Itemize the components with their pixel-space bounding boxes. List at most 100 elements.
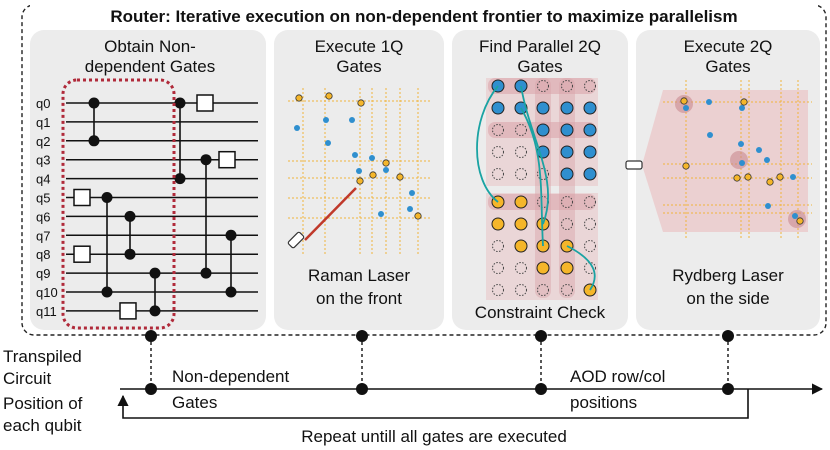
- blue-empty-site-0-2: [537, 80, 549, 92]
- input-transpiled-line1: Transpiled: [3, 347, 82, 366]
- label-nondependent-line2: Gates: [172, 393, 217, 412]
- qubit-label-q10: q10: [36, 285, 58, 300]
- input-transpiled-line2: Circuit: [3, 369, 51, 388]
- yellow-empty-site-2-4: [584, 240, 596, 252]
- input-position-line1: Position of: [3, 394, 83, 413]
- qubit-label-q8: q8: [36, 247, 50, 262]
- blue-atom-2-2: [536, 123, 550, 137]
- blue-atom-2-3: [560, 123, 574, 137]
- atom-grid-2q: [476, 78, 598, 300]
- yellow-atom-1-0: [491, 217, 505, 231]
- cz-gate-target-5: [200, 267, 212, 279]
- cz-gate-control-4: [174, 97, 186, 109]
- atom-yellow-5: [369, 171, 377, 179]
- raman-laser-icon: [287, 187, 357, 249]
- blue-atom-1-0: [491, 101, 505, 115]
- atom-blue-10: [407, 206, 413, 212]
- blue-empty-site-0-3: [561, 80, 573, 92]
- yellow-atom-3-3: [560, 261, 574, 275]
- cz-gate-control-1: [101, 192, 113, 203]
- panel4-title-line2: Gates: [705, 57, 750, 76]
- panel4-title-line1: Execute 2Q: [684, 37, 773, 56]
- atom-blue-0: [706, 99, 712, 105]
- qubit-label-q7: q7: [36, 228, 50, 243]
- panel4-caption-line2: on the side: [686, 289, 769, 308]
- yellow-atom-3-2: [536, 261, 550, 275]
- qubit-label-q1: q1: [36, 115, 50, 130]
- router-frame: [21, 4, 827, 336]
- atom-blue-6: [764, 157, 770, 163]
- atom-yellow-7: [796, 217, 804, 225]
- atom-blue-1: [294, 125, 300, 131]
- atom-blue-4: [352, 152, 358, 158]
- atom-yellow-1: [740, 98, 748, 106]
- atom-yellow-0: [680, 97, 688, 105]
- atom-yellow-5: [766, 178, 774, 186]
- qubit-label-q9: q9: [36, 266, 50, 281]
- atom-blue-2: [739, 105, 745, 111]
- atom-blue-2: [349, 117, 355, 123]
- atom-blue-5: [369, 155, 375, 161]
- single-qubit-gate-1: [73, 245, 91, 263]
- atom-blue-0: [323, 117, 329, 123]
- atom-blue-1: [683, 105, 689, 111]
- atom-yellow-2: [682, 162, 690, 170]
- yellow-empty-site-1-3: [561, 218, 573, 230]
- single-qubit-gate-0: [73, 188, 91, 207]
- single-qubit-gate-3: [196, 94, 214, 112]
- blue-empty-site-3-0: [492, 146, 504, 158]
- label-repeat: Repeat untill all gates are executed: [301, 427, 567, 446]
- atom-blue-5: [756, 147, 762, 153]
- atom-yellow-7: [414, 212, 422, 220]
- atom-blue-7: [739, 160, 745, 166]
- yellow-atom-2-1: [514, 239, 528, 253]
- blue-atom-2-4: [583, 123, 597, 137]
- yellow-empty-site-0-4: [584, 196, 596, 208]
- pairing-link-1: [520, 85, 549, 225]
- cz-gate-target-0: [88, 135, 100, 147]
- atom-blue-3: [325, 140, 331, 146]
- cz-gate-control-6: [225, 229, 237, 241]
- panel3-title-line1: Find Parallel 2Q: [479, 37, 601, 56]
- panel3-caption-line1: Constraint Check: [475, 303, 606, 322]
- label-aod-line1: AOD row/col: [570, 367, 665, 386]
- repeat-loop: [117, 389, 749, 419]
- blue-empty-site-4-1: [515, 168, 527, 180]
- yellow-atom-0-1: [514, 195, 528, 209]
- node-top-4: [722, 330, 734, 342]
- panel2-caption-line2: on the front: [316, 289, 402, 308]
- cz-gate-control-2: [124, 210, 136, 222]
- atom-yellow-3: [382, 159, 390, 167]
- blue-empty-site-0-4: [584, 80, 596, 92]
- panel4-caption-line1: Rydberg Laser: [672, 266, 784, 285]
- blue-atom-4-4: [583, 167, 597, 181]
- qubit-label-q2: q2: [36, 134, 50, 149]
- yellow-empty-site-1-4: [584, 218, 596, 230]
- panel2-title-line1: Execute 1Q: [315, 37, 404, 56]
- node-axis-2: [356, 383, 368, 395]
- qubit-label-q5: q5: [36, 191, 50, 206]
- blue-atom-4-3: [560, 167, 574, 181]
- cz-gate-target-2: [124, 248, 136, 260]
- yellow-empty-site-4-3: [561, 284, 573, 296]
- router-title: Router: Iterative execution on non-depen…: [110, 7, 737, 26]
- atom-blue-8: [409, 190, 415, 196]
- yellow-empty-site-3-0: [492, 262, 504, 274]
- cz-gate-target-1: [101, 286, 113, 298]
- pairing-link-2: [520, 107, 544, 247]
- panel1-title-line1: Obtain Non-: [104, 37, 196, 56]
- blue-atom-1-3: [560, 101, 574, 115]
- title-backdrop: [30, 4, 818, 28]
- node-axis-4: [722, 383, 734, 395]
- atom-blue-3: [707, 132, 713, 138]
- node-axis-1: [145, 383, 157, 395]
- label-aod-line2: positions: [570, 393, 637, 412]
- blue-empty-site-4-0: [492, 168, 504, 180]
- rydberg-laser-icon: [625, 160, 643, 170]
- yellow-empty-site-4-2: [537, 284, 549, 296]
- atom-blue-4: [738, 141, 744, 147]
- highlight-row-0: [488, 78, 596, 94]
- atom-blue-8: [790, 174, 796, 180]
- node-top-1: [145, 330, 157, 342]
